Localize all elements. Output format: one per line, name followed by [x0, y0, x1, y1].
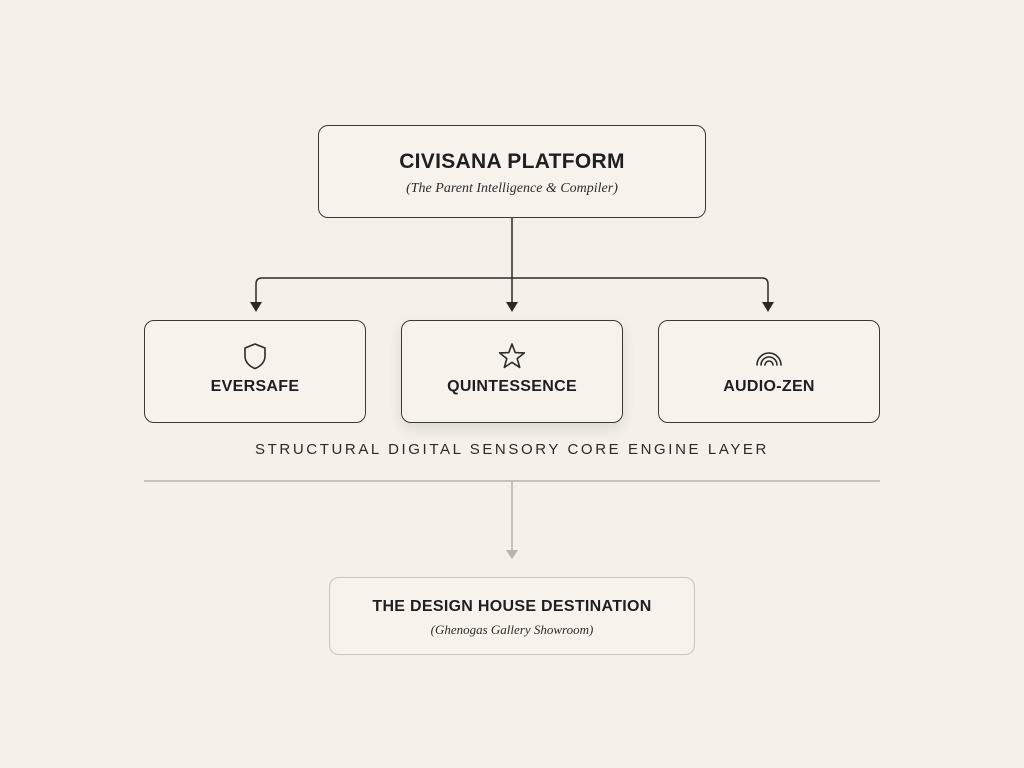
engine-label: EVERSAFE: [210, 378, 300, 395]
branch-connector: [255, 277, 769, 303]
engine-box-quintessence: QUINTESSENCE: [401, 320, 623, 423]
engine-box-audio-zen: AUDIO-ZEN: [658, 320, 880, 423]
arrowhead-audio-zen: [762, 302, 774, 312]
engine-label: QUINTESSENCE: [447, 378, 577, 395]
arrowhead-quintessence: [506, 302, 518, 312]
arrowhead-destination: [506, 550, 518, 559]
civisana-platform-box: CIVISANA PLATFORM (The Parent Intelligen…: [318, 125, 706, 218]
engine-label: AUDIO-ZEN: [723, 378, 815, 395]
shield-icon: [244, 343, 266, 370]
destination-title: THE DESIGN HOUSE DESTINATION: [372, 598, 652, 615]
sound-arcs-icon: [756, 352, 782, 366]
root-subtitle: (The Parent Intelligence & Compiler): [406, 181, 618, 196]
destination-subtitle: (Ghenogas Gallery Showroom): [430, 622, 594, 637]
root-title: CIVISANA PLATFORM: [399, 150, 625, 173]
layer-label: STRUCTURAL DIGITAL SENSORY CORE ENGINE L…: [255, 441, 769, 458]
star-icon: [498, 343, 526, 369]
engine-box-eversafe: EVERSAFE: [144, 320, 366, 423]
destination-box: THE DESIGN HOUSE DESTINATION (Ghenogas G…: [329, 577, 695, 655]
arrowhead-eversafe: [250, 302, 262, 312]
